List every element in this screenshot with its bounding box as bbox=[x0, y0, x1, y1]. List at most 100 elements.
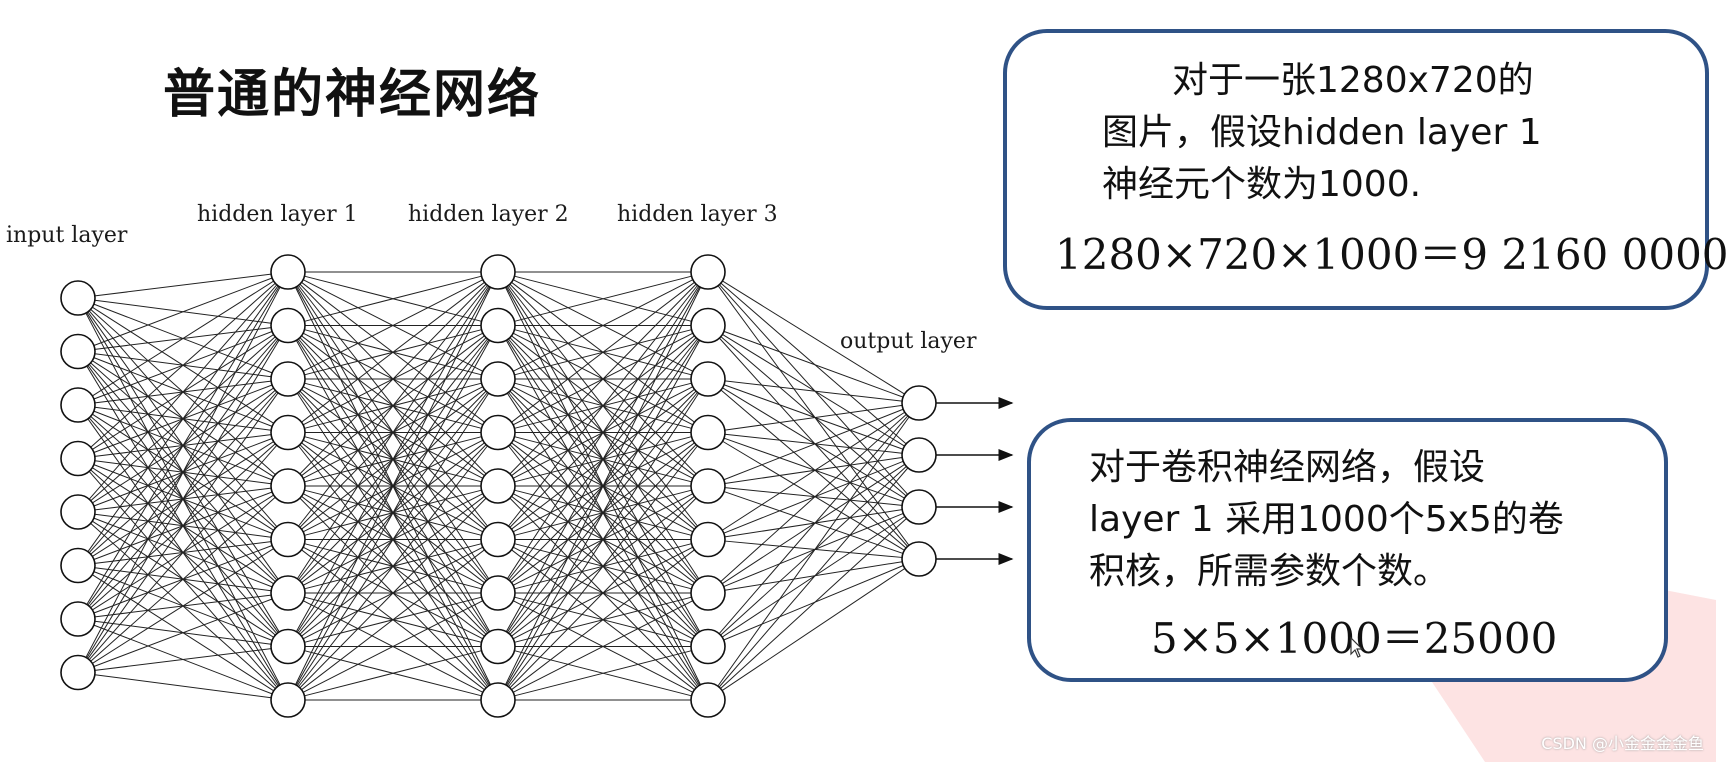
connection-edge bbox=[90, 496, 276, 662]
neuron-node bbox=[270, 414, 306, 451]
connection-edge bbox=[93, 598, 273, 667]
layer-label: hidden layer 3 bbox=[617, 202, 778, 227]
connection-edge bbox=[92, 280, 274, 397]
connection-edge bbox=[720, 389, 907, 549]
mouse-cursor-icon bbox=[1350, 636, 1364, 658]
connection-edge bbox=[94, 273, 272, 297]
callout-line: 积核，所需参数个数。 bbox=[1089, 551, 1450, 592]
neuron-node bbox=[901, 489, 937, 525]
connection-edge bbox=[301, 549, 485, 691]
connection-edge bbox=[93, 277, 273, 346]
connection-edge bbox=[88, 284, 278, 500]
connection-edge bbox=[508, 285, 698, 527]
layer-label: hidden layer 2 bbox=[408, 202, 569, 227]
callout-line: 对于一张1280x720的 bbox=[1172, 60, 1534, 101]
watermark: CSDN @小金金金金鱼 bbox=[1541, 734, 1704, 753]
layer-label: input layer bbox=[6, 223, 128, 248]
connection-edge bbox=[299, 497, 487, 689]
connection-edge bbox=[86, 339, 280, 659]
connection-edge bbox=[719, 337, 908, 547]
neuron-node bbox=[60, 387, 96, 423]
connection-edge bbox=[508, 445, 698, 687]
connection-edge bbox=[298, 445, 488, 687]
neuron-node bbox=[270, 361, 306, 397]
connection-edge bbox=[511, 549, 695, 691]
connection-edge bbox=[512, 279, 694, 372]
connection-edge bbox=[299, 283, 487, 475]
connection-edge bbox=[723, 491, 904, 554]
neuron-node bbox=[480, 521, 516, 558]
connection-edge bbox=[304, 650, 482, 697]
neuron-node bbox=[480, 682, 516, 718]
connection-edge bbox=[722, 440, 905, 551]
neuron-node bbox=[60, 280, 96, 316]
connection-edge bbox=[505, 286, 701, 632]
connection-edge bbox=[724, 487, 903, 506]
neuron-node bbox=[901, 437, 937, 473]
connection-edge bbox=[301, 281, 485, 423]
connection-edge bbox=[296, 285, 490, 580]
connection-edge bbox=[720, 282, 907, 445]
connection-edge bbox=[94, 674, 272, 699]
connection-edge bbox=[295, 340, 491, 686]
connection-edge bbox=[718, 415, 909, 634]
connection-edge bbox=[718, 467, 909, 688]
connection-edge bbox=[720, 518, 907, 689]
neuron-node bbox=[270, 307, 306, 344]
neuron-node bbox=[270, 628, 306, 665]
callout-line: layer 1 采用1000个5x5的卷 bbox=[1089, 499, 1564, 540]
connection-edge bbox=[721, 568, 906, 691]
neuron-node bbox=[480, 307, 516, 344]
connection-edge bbox=[514, 275, 692, 322]
callout-convolutional: 对于卷积神经网络，假设 layer 1 采用1000个5x5的卷 积核，所需参数… bbox=[1027, 418, 1668, 682]
callout-fully-connected-text: 对于一张1280x720的 图片，假设hidden layer 1 神经元个数为… bbox=[1102, 55, 1542, 211]
neuron-node bbox=[60, 440, 96, 477]
neuron-node bbox=[480, 628, 516, 665]
connection-edge bbox=[720, 336, 907, 497]
connection-edge bbox=[724, 380, 903, 402]
connection-edge bbox=[717, 416, 910, 687]
connection-edge bbox=[304, 275, 482, 322]
connection-edge bbox=[506, 285, 700, 580]
slide-title: 普通的神经网络 bbox=[163, 65, 542, 125]
connection-edge bbox=[723, 460, 904, 534]
connection-edge bbox=[506, 392, 700, 687]
neuron-node bbox=[690, 468, 726, 504]
neuron-node bbox=[60, 601, 96, 637]
connection-edge bbox=[724, 404, 903, 431]
connection-edge bbox=[724, 433, 903, 454]
connection-edge bbox=[509, 283, 697, 475]
neuron-node bbox=[901, 541, 937, 577]
connection-edge bbox=[717, 285, 910, 546]
neuron-node bbox=[690, 575, 726, 611]
connection-edge bbox=[514, 650, 692, 697]
neuron-node bbox=[480, 361, 516, 397]
neuron-node bbox=[901, 385, 937, 421]
neuron-node bbox=[60, 494, 96, 530]
neuron-node bbox=[690, 361, 726, 397]
connection-edge bbox=[724, 561, 903, 591]
neuron-node bbox=[60, 547, 96, 584]
neuron-node bbox=[60, 333, 96, 370]
connection-edge bbox=[723, 384, 904, 450]
connection-edge bbox=[509, 497, 697, 689]
callout-formula: 5×5×1000＝25000 bbox=[1151, 614, 1558, 663]
connection-edge bbox=[94, 648, 272, 671]
connection-edge bbox=[88, 444, 278, 661]
neuron-node bbox=[270, 254, 306, 290]
connection-edge bbox=[298, 285, 488, 527]
neuron-node bbox=[690, 254, 726, 290]
neuron-node bbox=[60, 654, 96, 691]
connection-edge bbox=[724, 456, 903, 485]
neuron-node bbox=[270, 521, 306, 558]
connection-edge bbox=[87, 392, 279, 659]
connection-edge bbox=[723, 437, 904, 502]
connection-edge bbox=[718, 284, 909, 495]
connection-edge bbox=[85, 286, 281, 658]
connection-edge bbox=[724, 509, 903, 538]
connection-edge bbox=[723, 565, 904, 641]
connection-edge bbox=[723, 330, 904, 398]
connection-edge bbox=[722, 280, 905, 395]
callout-convolutional-text: 对于卷积神经网络，假设 layer 1 采用1000个5x5的卷 积核，所需参数… bbox=[1089, 442, 1564, 598]
